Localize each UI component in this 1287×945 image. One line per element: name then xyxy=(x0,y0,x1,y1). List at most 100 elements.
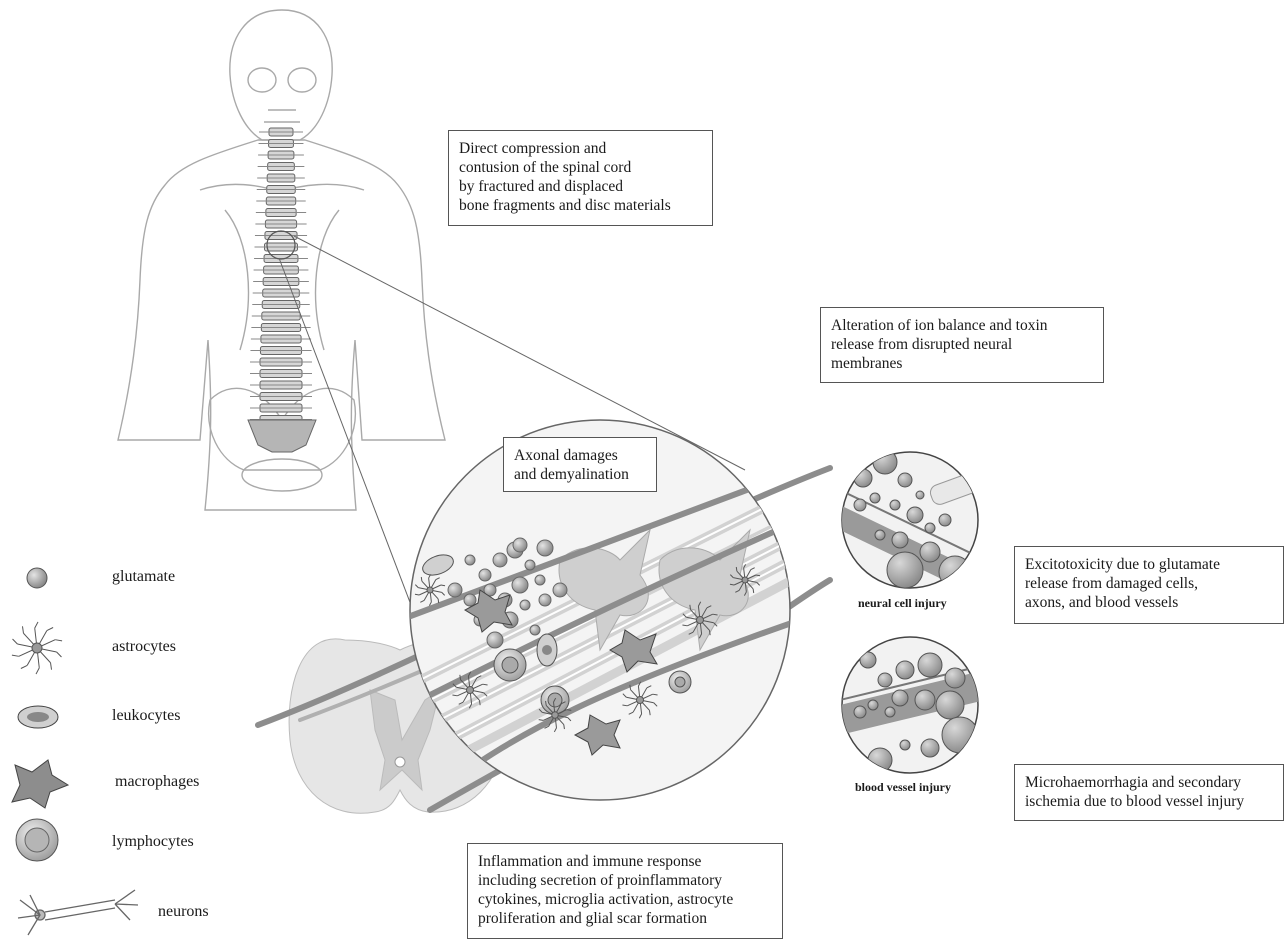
astrocyte-branch xyxy=(730,584,734,585)
blood-cell xyxy=(854,706,866,718)
legend-icons xyxy=(12,568,138,935)
astrocyte-branch xyxy=(22,626,23,633)
legend-label-astrocytes: astrocytes xyxy=(112,638,176,656)
astrocyte-branch xyxy=(479,700,480,705)
micro-line-1: Microhaemorrhagia and secondary xyxy=(1025,773,1273,792)
legend-label-glutamate: glutamate xyxy=(112,568,175,586)
blood-cell xyxy=(942,717,978,753)
blood-cell xyxy=(868,700,878,710)
astrocyte-branch xyxy=(57,652,62,657)
glutamate-particle xyxy=(925,523,935,533)
glutamate-particle xyxy=(493,553,507,567)
glutamate-particle xyxy=(890,500,900,510)
astrocyte-branch xyxy=(438,599,439,603)
compression-line-3: by fractured and displaced xyxy=(459,177,702,196)
glutamate-particle xyxy=(887,552,923,588)
lymphocyte-icon xyxy=(16,819,58,861)
neuron-icon xyxy=(18,890,138,935)
blood-cell xyxy=(878,673,892,687)
astrocyte-branch xyxy=(415,594,419,595)
glutamate-particle xyxy=(898,473,912,487)
glutamate-particle xyxy=(530,625,540,635)
glutamate-particle xyxy=(464,594,476,606)
astrocyte-branch xyxy=(55,640,62,641)
blood-vessel-injury-inset xyxy=(840,637,985,773)
neural-cell-injury-caption: neural cell injury xyxy=(858,596,947,611)
astrocyte-icon xyxy=(12,622,62,674)
glutamate-particle xyxy=(479,569,491,581)
astrocyte-body xyxy=(427,587,433,593)
glutamate-particle xyxy=(939,556,971,588)
glutamate-particle xyxy=(892,532,908,548)
glutamate-particle xyxy=(916,491,924,499)
blood-cell xyxy=(892,690,908,706)
excito-line-2: release from damaged cells, xyxy=(1025,574,1273,593)
astrocyte-branch xyxy=(756,575,760,576)
glutamate-particle xyxy=(875,530,885,540)
astrocyte-branch xyxy=(546,701,547,706)
blood-cell xyxy=(868,748,892,772)
glutamate-particle xyxy=(512,577,528,593)
astrocyte-branch xyxy=(12,655,19,656)
blood-cell xyxy=(900,740,910,750)
compression-note: Direct compression and contusion of the … xyxy=(448,130,713,226)
astrocyte-branch xyxy=(690,605,691,610)
blood-cell xyxy=(860,652,876,668)
glutamate-icon xyxy=(27,568,47,588)
inflammation-line-2: including secretion of proinflammatory xyxy=(478,871,772,890)
astrocyte-branch xyxy=(709,630,710,635)
glutamate-particle xyxy=(854,469,872,487)
spinal-column xyxy=(250,128,312,424)
axonal-line-2: and demyalination xyxy=(514,465,646,484)
astrocyte-body xyxy=(742,577,748,583)
legend-label-leukocytes: leukocytes xyxy=(112,707,180,725)
glutamate-particle xyxy=(854,499,866,511)
glutamate-particle xyxy=(520,600,530,610)
blood-cell xyxy=(896,661,914,679)
astrocyte-body xyxy=(32,643,42,653)
astrocyte-branch xyxy=(51,663,52,670)
legend-label-neurons: neurons xyxy=(158,903,209,921)
ion-balance-note: Alteration of ion balance and toxin rele… xyxy=(820,307,1104,383)
blood-cell xyxy=(936,691,964,719)
ion-line-1: Alteration of ion balance and toxin xyxy=(831,316,1093,335)
inflammation-line-1: Inflammation and immune response xyxy=(478,852,772,871)
excitotoxicity-note: Excitotoxicity due to glutamate release … xyxy=(1014,546,1284,624)
astrocyte-branch xyxy=(13,639,18,644)
astrocyte-body xyxy=(637,697,644,704)
astrocyte-branch xyxy=(35,622,38,628)
glutamate-particle xyxy=(553,583,567,597)
astrocyte-branch xyxy=(47,627,53,630)
compression-line-4: bone fragments and disc materials xyxy=(459,196,702,215)
excito-line-1: Excitotoxicity due to glutamate xyxy=(1025,555,1273,574)
astrocyte-branch xyxy=(36,668,39,674)
glutamate-particle xyxy=(535,575,545,585)
excito-line-3: axons, and blood vessels xyxy=(1025,593,1273,612)
glutamate-particle xyxy=(525,560,535,570)
macrophage-icon xyxy=(12,760,68,808)
astrocyte-body xyxy=(552,712,559,719)
astrocyte-body xyxy=(697,617,704,624)
glutamate-particle xyxy=(465,555,475,565)
blood-cell xyxy=(921,739,939,757)
glutamate-particle xyxy=(870,493,880,503)
blood-cell xyxy=(915,690,935,710)
astrocyte-branch xyxy=(441,585,445,586)
compression-line-1: Direct compression and xyxy=(459,139,702,158)
compression-line-2: contusion of the spinal cord xyxy=(459,158,702,177)
glutamate-particle xyxy=(537,540,553,556)
legend-label-lymphocytes: lymphocytes xyxy=(112,833,194,851)
astrocyte-branch xyxy=(564,725,565,730)
neural-cell-injury-inset xyxy=(840,450,987,600)
sacrum xyxy=(248,420,316,452)
axonal-damage-note: Axonal damages and demyalination xyxy=(503,437,657,492)
blood-cell xyxy=(918,653,942,677)
axonal-line-1: Axonal damages xyxy=(514,446,646,465)
astrocyte-body xyxy=(467,687,474,694)
glutamate-particle xyxy=(907,507,923,523)
glutamate-particle xyxy=(539,594,551,606)
astrocyte-branch xyxy=(736,567,737,571)
astrocyte-branch xyxy=(421,577,422,581)
inflammation-note: Inflammation and immune response includi… xyxy=(467,843,783,939)
inflammation-line-3: cytokines, microglia activation, astrocy… xyxy=(478,890,772,909)
